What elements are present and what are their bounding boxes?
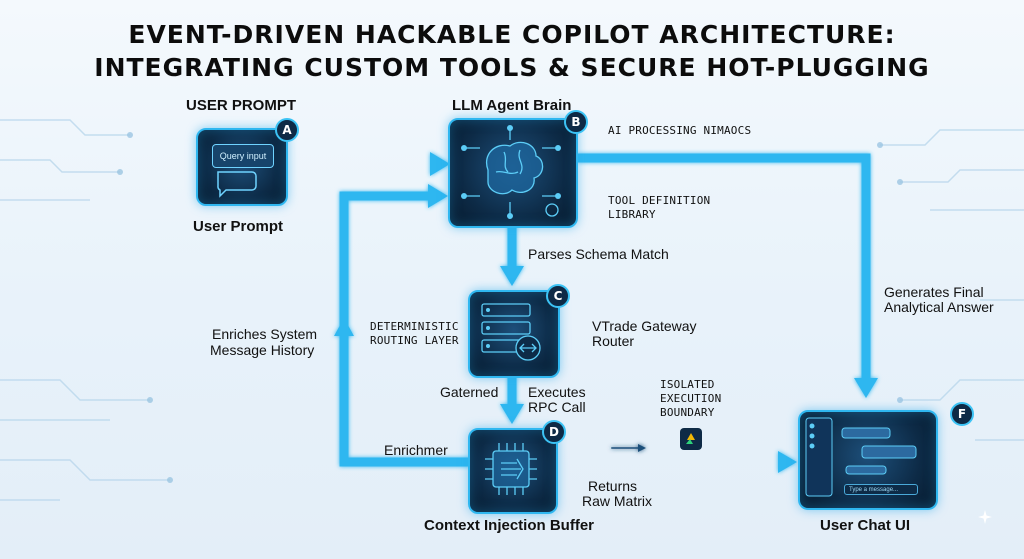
chat-message-input: Type a message...	[844, 484, 918, 495]
diagram-title-line-1: EVENT-DRIVEN HACKABLE COPILOT ARCHITECTU…	[128, 20, 896, 49]
node-b-side-top: AI PROCESSING NIMAOCS	[608, 124, 752, 137]
node-b-side-bottom-1: TOOL DEFINITION	[608, 194, 711, 207]
node-a-badge: A	[275, 118, 299, 142]
node-c-left-1: DETERMINISTIC	[370, 320, 459, 333]
sparkle-icon	[978, 510, 992, 524]
node-d-badge: D	[542, 420, 566, 444]
edge-label-generates-2: Analytical Answer	[884, 299, 994, 315]
node-a-user-prompt: Query input	[196, 128, 288, 206]
chip-icon	[485, 443, 537, 495]
node-f-user-chat-ui: Type a message...	[798, 410, 938, 510]
query-input: Query input	[212, 144, 274, 168]
brain-circuit-icon	[461, 125, 561, 219]
node-f-caption: User Chat UI	[820, 517, 911, 534]
node-b-side-bottom-2: LIBRARY	[608, 208, 656, 221]
chat-window-icon	[805, 417, 917, 497]
node-b-badge: B	[564, 110, 588, 134]
sandbox-plugin-icon	[680, 428, 702, 450]
node-c-right-1: VTrade Gateway	[592, 318, 697, 334]
server-rack-icon	[481, 303, 541, 361]
edge-label-returns-1: Returns	[588, 478, 638, 494]
edge-label-parses: Parses Schema Match	[528, 246, 669, 262]
edge-label-enriches-1: Enriches System	[212, 326, 318, 342]
edge-label-executes-1: Executes	[528, 384, 586, 400]
node-a-caption: User Prompt	[193, 218, 284, 235]
circuit-decoration	[0, 119, 1024, 501]
node-a-heading: USER PROMPT	[186, 97, 297, 114]
node-c-left-2: ROUTING LAYER	[370, 334, 459, 347]
edge-label-generates-1: Generates Final	[884, 284, 984, 300]
node-d-caption: Context Injection Buffer	[424, 517, 595, 534]
edge-label-gaterned: Gaterned	[440, 384, 499, 400]
node-c-right-2: Router	[592, 333, 635, 349]
diagram-title-line-2: INTEGRATING CUSTOM TOOLS & SECURE HOT-PL…	[94, 53, 930, 82]
chat-bubbles-icon	[217, 171, 257, 198]
isolated-label-3: BOUNDARY	[660, 406, 715, 419]
node-b-llm-agent-brain	[448, 118, 578, 228]
node-c-routing	[468, 290, 560, 378]
arrows	[283, 152, 878, 473]
isolated-label-1: ISOLATED	[660, 378, 715, 391]
edge-label-returns-2: Raw Matrix	[582, 493, 653, 509]
node-c-badge: C	[546, 284, 570, 308]
node-b-heading: LLM Agent Brain	[452, 97, 572, 114]
edge-label-enrichmer: Enrichmer	[384, 442, 448, 458]
node-d-context-buffer	[468, 428, 558, 514]
node-f-badge: F	[950, 402, 974, 426]
isolated-label-2: EXECUTION	[660, 392, 722, 405]
edge-label-enriches-2: Message History	[210, 342, 315, 358]
edge-label-executes-2: RPC Call	[528, 399, 586, 415]
